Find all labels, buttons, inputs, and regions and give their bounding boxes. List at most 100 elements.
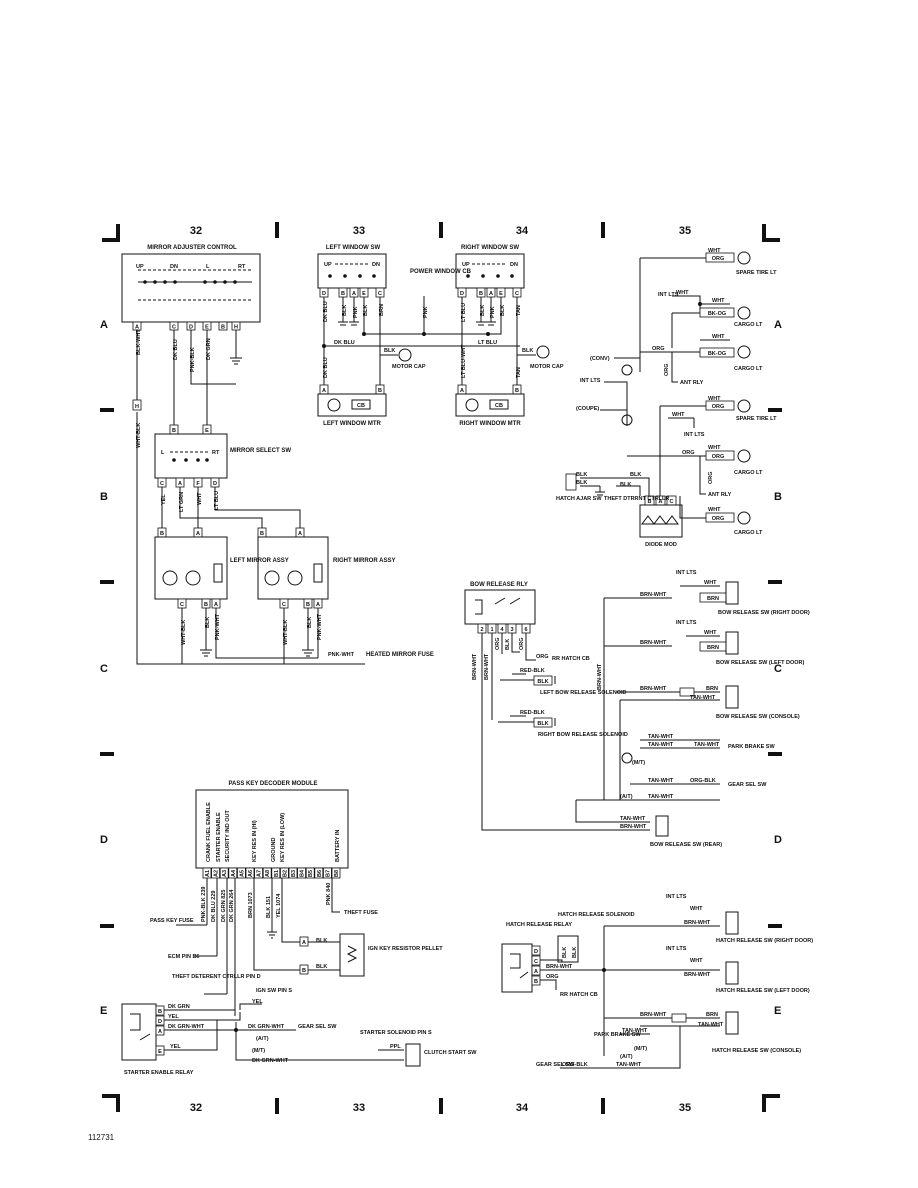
svg-text:A: A [534, 969, 538, 975]
svg-text:BOW RELEASE SW (CONSOLE): BOW RELEASE SW (CONSOLE) [716, 714, 800, 720]
svg-text:BLK: BLK [630, 472, 641, 478]
mirror-wiring: H BLK-WHT WHT-BLK DK BLU PNK-BLK DK GRN [132, 329, 365, 665]
svg-text:INT LTS: INT LTS [684, 432, 705, 438]
connector-pin [297, 867, 307, 879]
svg-text:CLUTCH START SW: CLUTCH START SW [424, 1050, 477, 1056]
svg-text:BK-OG: BK-OG [708, 311, 726, 317]
svg-text:L: L [161, 450, 165, 456]
svg-text:B: B [260, 531, 264, 537]
svg-text:WHT: WHT [704, 580, 717, 586]
svg-text:PASS KEY DECODER MODULE: PASS KEY DECODER MODULE [228, 781, 317, 787]
svg-text:B: B [515, 388, 519, 394]
connector-pin-label: A8 [265, 870, 271, 877]
svg-text:BRN-WHT: BRN-WHT [640, 1012, 667, 1018]
svg-text:RED-BLK: RED-BLK [520, 668, 545, 674]
svg-text:BOW RELEASE SW (LEFT DOOR): BOW RELEASE SW (LEFT DOOR) [716, 660, 804, 666]
svg-text:LEFT WINDOW SW: LEFT WINDOW SW [326, 245, 381, 251]
svg-text:D: D [534, 949, 538, 955]
row-label: D [774, 834, 782, 846]
row-label: B [100, 491, 108, 503]
connector-pin [288, 867, 298, 879]
svg-text:BLK: BLK [576, 472, 587, 478]
svg-text:DK BLU: DK BLU [323, 357, 329, 378]
svg-text:WHT-BLK: WHT-BLK [181, 620, 187, 645]
svg-text:WHT-BLK: WHT-BLK [283, 620, 289, 645]
svg-text:PNK-WHT: PNK-WHT [215, 613, 221, 640]
svg-text:YEL: YEL [168, 1014, 179, 1020]
connector-pin-label: B3 [291, 870, 297, 877]
svg-text:B: B [378, 388, 382, 394]
svg-text:A: A [659, 499, 663, 505]
svg-text:TAN: TAN [516, 367, 522, 378]
connector-pin [279, 867, 289, 879]
svg-text:HATCH AJAR SW: HATCH AJAR SW [556, 496, 602, 502]
svg-text:SPARE TIRE LT: SPARE TIRE LT [736, 270, 777, 276]
right-window-mtr: A B CB RIGHT WINDOW MTR [455, 384, 525, 427]
svg-text:ORG: ORG [664, 363, 670, 376]
svg-text:D: D [322, 291, 326, 297]
bow-release-switches: BRN-WHT INT LTS WHT BRN BOW RELEASE SW (… [575, 570, 810, 848]
svg-text:BRN: BRN [707, 596, 719, 602]
svg-text:A: A [460, 388, 464, 394]
power-window-bus: PNK POWER WINDOW CB DK BLU LT BLU BLK MO… [322, 269, 520, 370]
pin-label: B [221, 325, 225, 331]
svg-text:A: A [302, 940, 306, 946]
svg-text:BRN-WHT: BRN-WHT [546, 964, 573, 970]
left-mirror-assy: B A LEFT MIRROR ASSY C B A WHT-BLK BLK P… [154, 527, 318, 664]
svg-text:HATCH RELEASE SW (CONSOLE): HATCH RELEASE SW (CONSOLE) [712, 1048, 801, 1054]
switch-label: RT [238, 264, 246, 270]
svg-text:RIGHT WINDOW MTR: RIGHT WINDOW MTR [459, 421, 521, 427]
switch-label: DN [170, 264, 178, 270]
svg-text:C: C [160, 481, 164, 487]
svg-text:BRN-WHT: BRN-WHT [684, 972, 711, 978]
svg-text:BLK: BLK [363, 305, 369, 316]
svg-text:YEL: YEL [170, 1044, 181, 1050]
svg-text:A: A [322, 388, 326, 394]
col-label: 34 [516, 1102, 529, 1114]
connector-pin [262, 867, 272, 879]
connector-pin [211, 867, 221, 879]
connector-pin [254, 867, 264, 879]
svg-text:THEFT FUSE: THEFT FUSE [344, 910, 378, 916]
svg-text:DK GRN 825: DK GRN 825 [221, 890, 227, 922]
svg-text:D: D [158, 1019, 162, 1025]
svg-text:BRN-WHT: BRN-WHT [640, 686, 667, 692]
svg-text:TAN-WHT: TAN-WHT [622, 1028, 648, 1034]
svg-text:DN: DN [510, 262, 518, 268]
svg-text:HATCH RELEASE RELAY: HATCH RELEASE RELAY [506, 922, 572, 928]
svg-text:BLK: BLK [316, 964, 327, 970]
svg-text:ORG: ORG [712, 516, 725, 522]
wire-label: WHT-BLK [136, 423, 142, 448]
svg-text:A: A [316, 602, 320, 608]
svg-text:(M/T): (M/T) [632, 760, 645, 766]
svg-text:ORG: ORG [519, 637, 525, 650]
svg-text:PASS KEY FUSE: PASS KEY FUSE [150, 918, 194, 924]
svg-text:A: A [178, 481, 182, 487]
svg-text:C: C [378, 291, 382, 297]
svg-text:THEFT DTRRNT CTRLLR: THEFT DTRRNT CTRLLR [604, 496, 669, 502]
svg-text:KEY RES IN (HI): KEY RES IN (HI) [252, 820, 258, 862]
svg-text:B: B [302, 968, 306, 974]
svg-text:RR HATCH CB: RR HATCH CB [552, 656, 590, 662]
svg-text:BLK: BLK [562, 947, 568, 958]
svg-text:ORG: ORG [708, 471, 714, 484]
svg-text:LT BLU: LT BLU [461, 303, 467, 322]
connector-pin-label: B6 [317, 870, 323, 877]
svg-text:LEFT BOW RELEASE SOLENOID: LEFT BOW RELEASE SOLENOID [540, 690, 627, 696]
svg-text:WHT: WHT [712, 298, 725, 304]
svg-text:THEFT DETERENT CTRLLR PIN D: THEFT DETERENT CTRLLR PIN D [172, 974, 261, 980]
svg-text:CARGO LT: CARGO LT [734, 530, 763, 536]
bow-release-rly: BOW RELEASE RLY 2 1 4 3 6 BRN-WHT BRN-WH… [464, 582, 650, 831]
svg-text:B: B [158, 1009, 162, 1015]
svg-text:WHT: WHT [708, 248, 721, 254]
svg-text:LT BLU: LT BLU [478, 340, 497, 346]
svg-text:BRN-WHT: BRN-WHT [472, 653, 478, 680]
col-label: 34 [516, 225, 529, 237]
svg-text:BLK: BLK [384, 348, 395, 354]
svg-text:BLK: BLK [522, 348, 533, 354]
svg-text:BRN-WHT: BRN-WHT [684, 920, 711, 926]
connector-pin [236, 867, 246, 879]
svg-text:GROUND: GROUND [271, 838, 277, 862]
svg-text:ORG-BLK: ORG-BLK [562, 1062, 588, 1068]
